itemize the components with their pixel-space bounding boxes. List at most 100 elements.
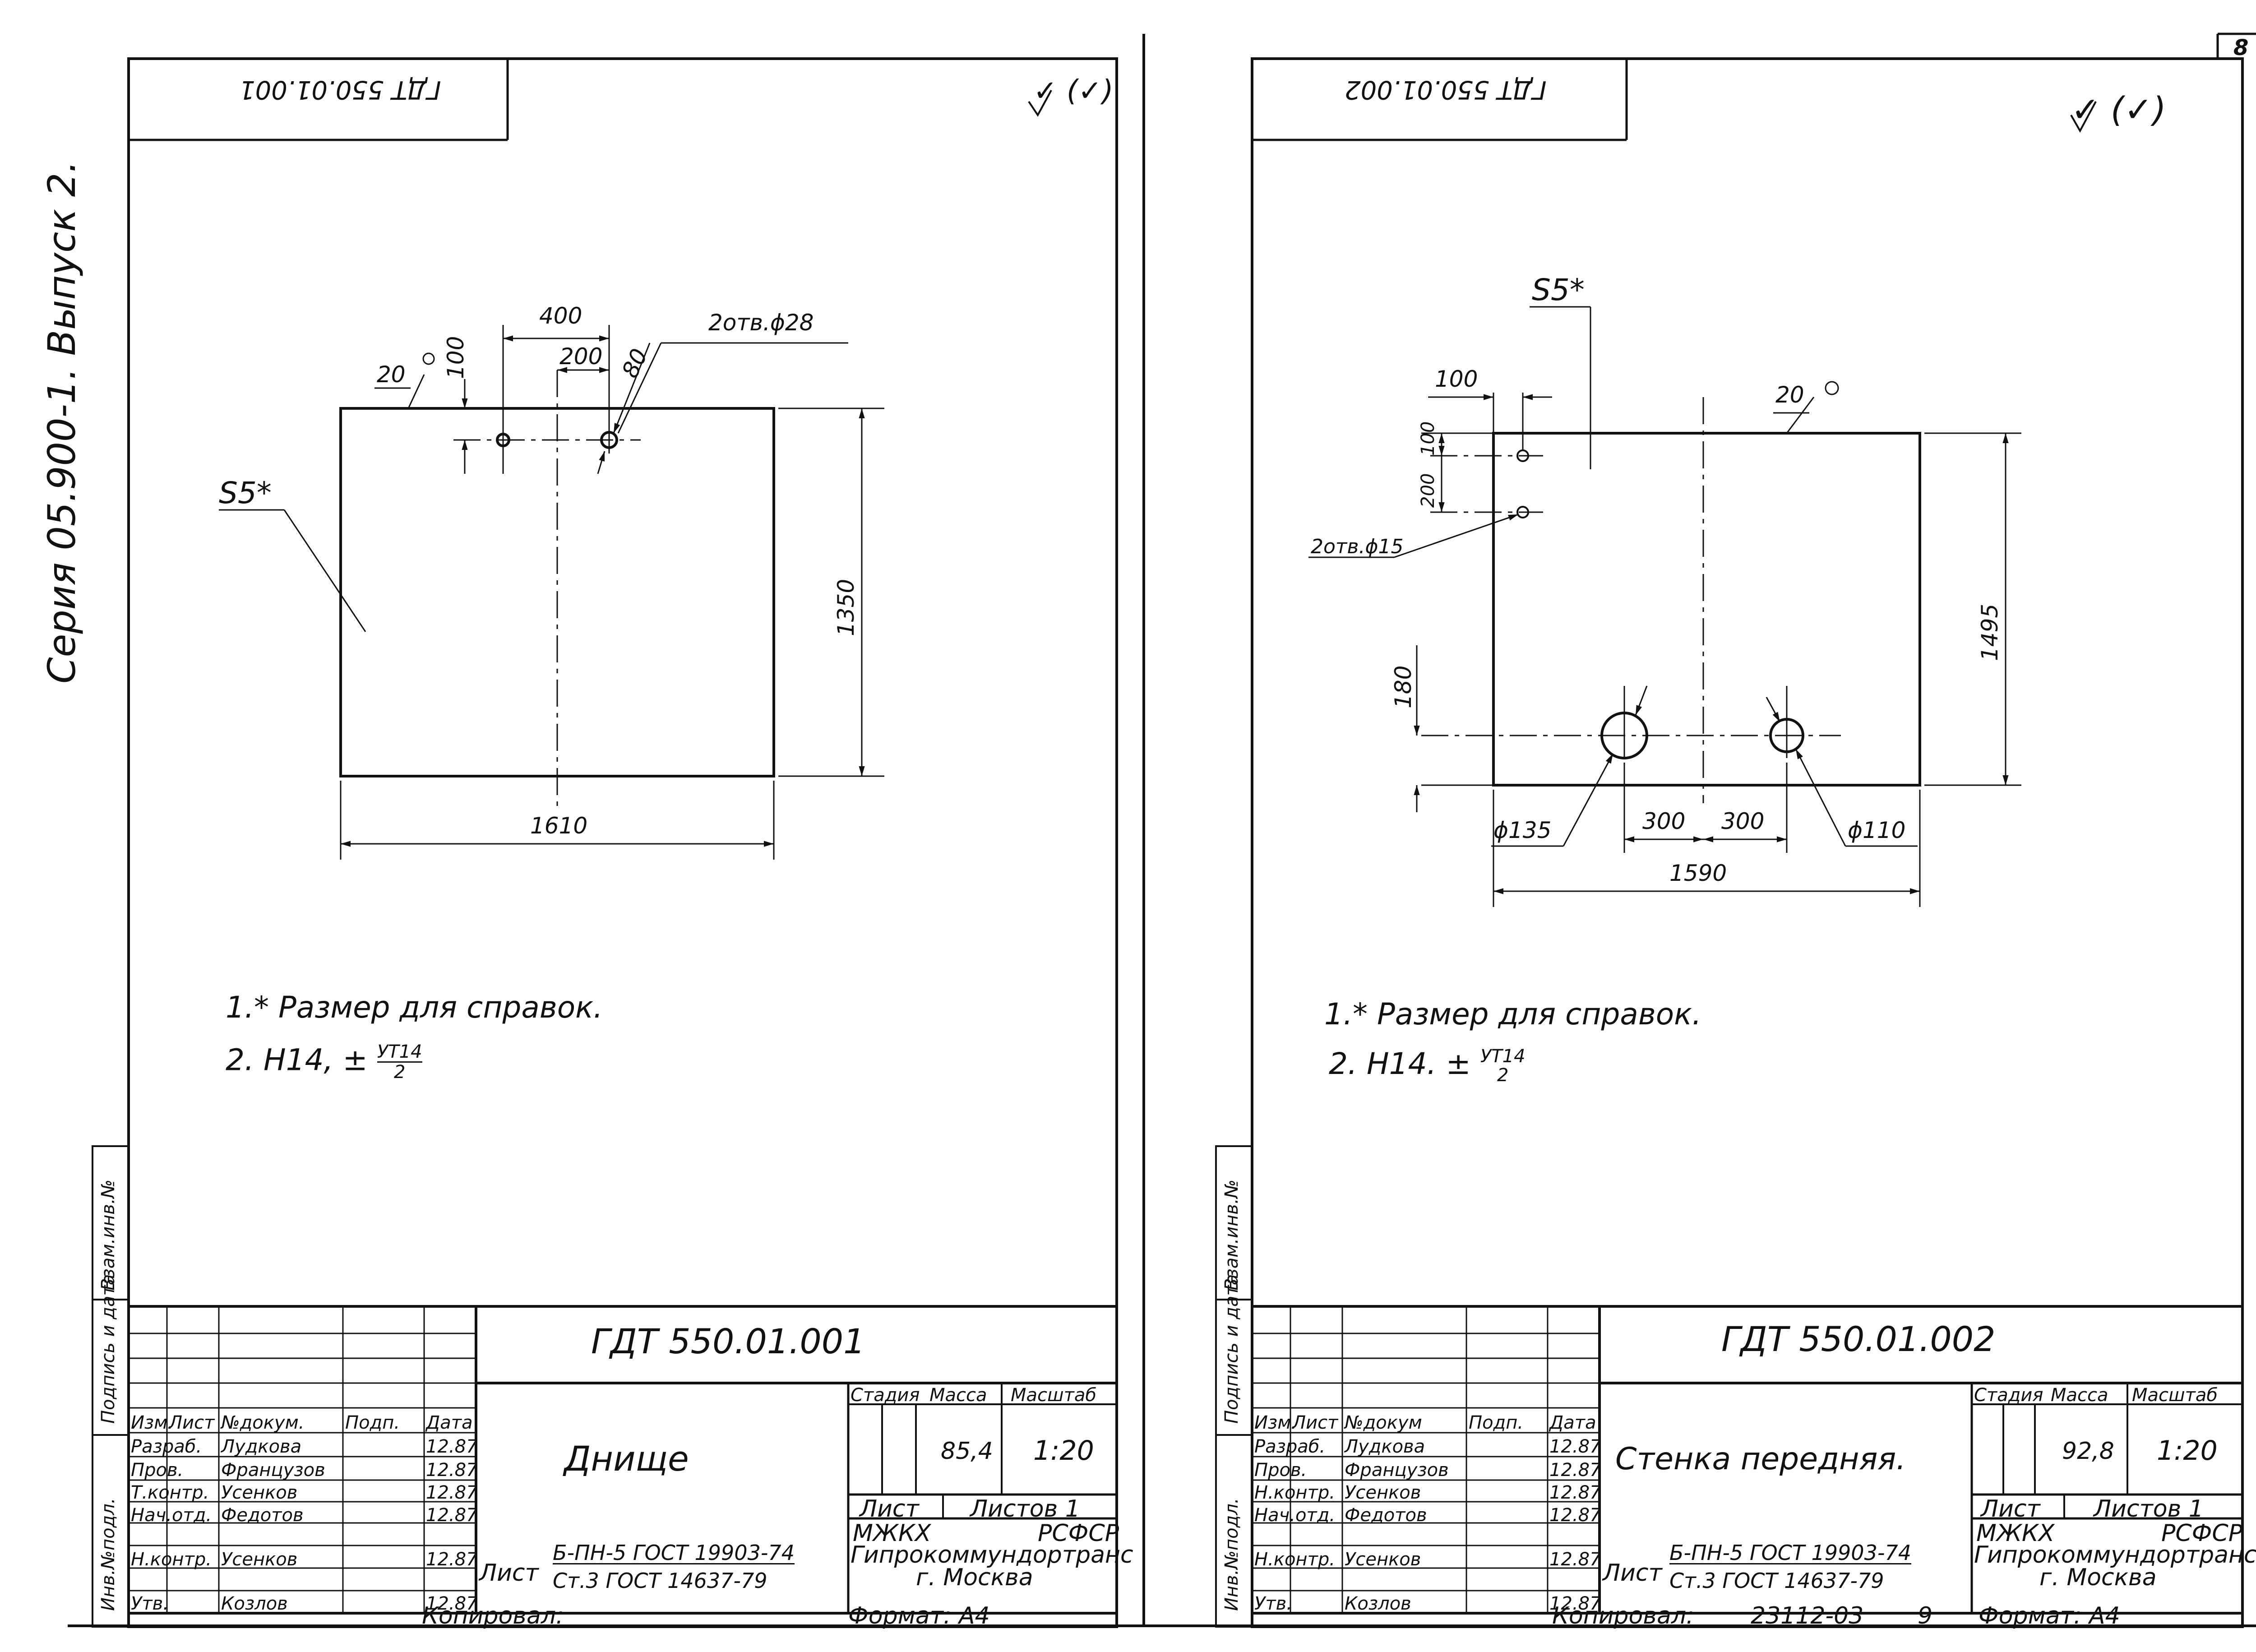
left-org-2: РСФСР [1038,1520,1119,1547]
right-note-2-num: УТ14 [1480,1046,1526,1067]
left-side-podp-data: Подпись и дата [98,1274,119,1424]
left-hdr-podp: Подп. [345,1412,400,1433]
left-row-name: Усенков [221,1549,298,1570]
right-row-date: 12.87 [1549,1549,1601,1570]
right-check-marks: ✓ (✓) [2071,89,2166,130]
right-massa-header: Масса [2051,1385,2108,1406]
right-row-date: 12.87 [1549,1436,1601,1457]
right-row-date: 12.87 [1549,1460,1601,1481]
left-row-name: Усенков [221,1482,298,1503]
right-org-3: Гипрокоммундортранс [1974,1541,2256,1569]
right-dim-20: 20 [1775,382,1804,408]
right-dim-300b: 300 [1721,808,1765,834]
right-material-top: Б-ПН-5 ГОСТ 19903-74 [1669,1541,1911,1565]
left-doc-code: ГДТ 550.01.001 [591,1321,865,1361]
right-material-prefix: Лист [1603,1559,1662,1587]
left-holes-label: 2отв.ϕ28 [708,310,814,336]
right-row-name: Усенков [1345,1482,1421,1503]
left-stadiya-header: Стадия [851,1385,920,1406]
right-hdr-ndoc: №докум [1345,1412,1422,1433]
left-row-role: Н.контр. [131,1549,212,1570]
left-dim-100: 100 [443,336,469,379]
left-dim-1350: 1350 [833,578,859,636]
right-hdr-list: Лист [1292,1412,1338,1433]
left-check-marks: ✓ (✓) [1033,74,1114,108]
right-note-2-fraction: УТ14 2 [1480,1047,1526,1085]
right-note-2: 2. Н14. ± УТ14 2 [1329,1047,1526,1085]
left-row-role: Т.контр. [131,1482,209,1503]
right-org-2: РСФСР [2161,1520,2243,1547]
left-dim-1610: 1610 [530,813,588,839]
right-row-name: Козлов [1345,1593,1411,1614]
left-thickness: S5* [219,476,272,510]
right-listov-label: Листов 1 [2094,1495,2204,1522]
left-note-2-fraction: УТ14 2 [377,1042,422,1082]
left-material-bottom: Ст.3 ГОСТ 14637-79 [553,1569,767,1593]
right-side-inv-podl: Инв.№подл. [1221,1498,1242,1611]
right-thickness: S5* [1532,273,1585,307]
left-note-2-den: 2 [393,1062,406,1083]
right-hdr-podp: Подп. [1469,1412,1524,1433]
right-row-name: Лудкова [1345,1436,1425,1457]
left-hdr-list: Лист [169,1412,215,1433]
right-dim-180: 180 [1390,665,1416,708]
left-row-role: Разраб. [131,1436,202,1457]
left-row-name: Французов [221,1460,325,1481]
right-masshtab-header: Масштаб [2132,1385,2218,1406]
right-scale-value: 1:20 [2157,1435,2218,1467]
right-hdr-data: Дата [1549,1412,1596,1433]
left-row-date: 12.87 [426,1436,478,1457]
left-hdr-data: Дата [426,1412,473,1433]
right-org-1: МЖКХ [1976,1520,2055,1547]
right-dim-110: ϕ110 [1848,817,1906,843]
right-row-role: Н.контр. [1254,1549,1335,1570]
right-row-name: Усенков [1345,1549,1421,1570]
left-massa-header: Масса [929,1385,987,1406]
right-row-name: Федотов [1345,1505,1427,1526]
right-dim-200: 200 [1418,473,1438,508]
left-row-role: Нач.отд. [131,1505,212,1526]
right-dim-100v: 100 [1418,421,1438,456]
left-row-role: Утв. [131,1593,169,1614]
left-org-1: МЖКХ [853,1520,931,1547]
left-row-name: Федотов [221,1505,304,1526]
right-row-name: Французов [1345,1460,1449,1481]
left-org-3: Гипрокоммундортранс [851,1541,1133,1569]
sheet-number: 8 [2233,35,2249,60]
left-row-date: 12.87 [426,1460,478,1481]
right-stadiya-header: Стадия [1974,1385,2043,1406]
right-note-2-den: 2 [1497,1065,1509,1086]
right-copied-label: Копировал: [1552,1602,1694,1629]
right-massa-value: 92,8 [2062,1438,2114,1465]
left-stamp-code: ГДТ 550.01.001 [239,75,441,104]
right-org-4: г. Москва [2039,1564,2157,1591]
left-material-top: Б-ПН-5 ГОСТ 19903-74 [553,1541,795,1565]
right-row-date: 12.87 [1549,1482,1601,1503]
right-format-label: Формат: А4 [1979,1602,2120,1629]
right-row-role: Пров. [1254,1460,1307,1481]
left-format-label: Формат: А4 [848,1602,990,1629]
right-order-number: 23112-03 [1751,1602,1864,1629]
right-dim-100: 100 [1435,366,1478,392]
left-side-inv-podl: Инв.№подл. [98,1498,119,1611]
left-row-name: Лудкова [221,1436,302,1457]
left-list-label: Лист [860,1495,919,1522]
left-scale-value: 1:20 [1033,1435,1094,1467]
right-material-bottom: Ст.3 ГОСТ 14637-79 [1669,1569,1884,1593]
right-dim-135: ϕ135 [1493,817,1552,843]
right-row-role: Н.контр. [1254,1482,1335,1503]
left-massa-value: 85,4 [941,1438,993,1465]
left-hdr-izm: Изм. [131,1412,174,1433]
right-part-name: Стенка передняя. [1615,1441,1906,1477]
left-row-date: 12.87 [426,1593,478,1614]
left-part-name: Днище [564,1439,689,1479]
left-dim-20: 20 [377,361,406,388]
right-hdr-izm: Изм. [1254,1412,1297,1433]
left-note-2-num: УТ14 [377,1041,422,1063]
right-side-vzam-inv: Взам.инв.№ [1221,1179,1242,1291]
right-dim-1495: 1495 [1977,603,2003,661]
left-masshtab-header: Масштаб [1011,1385,1097,1406]
left-row-date: 12.87 [426,1505,478,1526]
left-note-2: 2. Н14, ± УТ14 2 [226,1042,422,1082]
